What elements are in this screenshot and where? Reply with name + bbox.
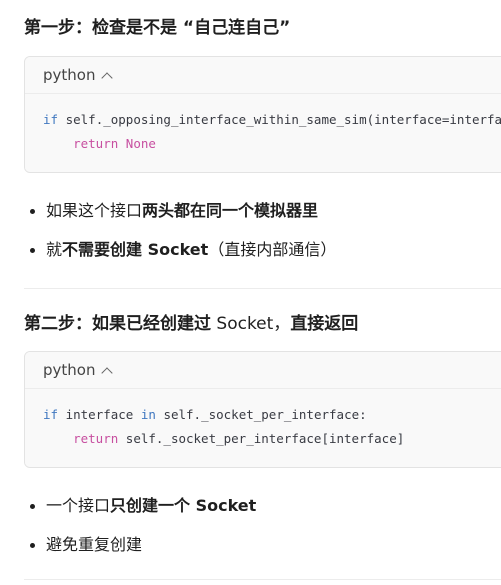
- step2-code-language: python: [43, 361, 96, 379]
- list-item: 避免重复创建: [28, 533, 256, 572]
- step2-code-header[interactable]: python: [25, 352, 501, 389]
- code-keyword: in: [140, 407, 156, 422]
- code-text: self._opposing_interface_within_same_sim…: [58, 112, 501, 127]
- step2-heading-plain: Socket，: [211, 314, 291, 334]
- step2-code-body: if interface in self._socket_per_interfa…: [25, 389, 501, 467]
- list-item-bold: 不需要创建 Socket: [62, 240, 209, 259]
- bullet-icon: [30, 209, 35, 214]
- list-item-text: 如果这个接口: [46, 201, 143, 220]
- list-item-text: 一个接口: [46, 496, 111, 515]
- step1-code-block: python if self._opposing_interface_withi…: [24, 56, 501, 173]
- code-keyword: if: [43, 112, 59, 127]
- list-item-text: 就: [46, 240, 63, 259]
- list-item: 就不需要创建 Socket（直接内部通信）: [28, 238, 336, 277]
- bullet-icon: [30, 248, 35, 253]
- section-divider: [24, 288, 501, 289]
- step1-code-body: if self._opposing_interface_within_same_…: [25, 94, 501, 172]
- list-item-bold: 两头都在同一个模拟器里: [142, 201, 319, 220]
- code-text: self._socket_per_interface:: [155, 407, 367, 422]
- section-divider: [24, 579, 501, 580]
- step1-code-language: python: [43, 66, 96, 84]
- step2-heading-bold: 第二步：如果已经创建过: [24, 314, 211, 334]
- step2-heading-bold: 直接返回: [290, 314, 359, 334]
- step1-code-header[interactable]: python: [25, 57, 501, 94]
- code-keyword: return: [73, 136, 119, 151]
- code-text: self._socket_per_interface[interface]: [118, 431, 405, 446]
- step2-code-block: python if interface in self._socket_per_…: [24, 351, 501, 468]
- step1-bullet-list: 如果这个接口两头都在同一个模拟器里 就不需要创建 Socket（直接内部通信）: [28, 199, 336, 277]
- step1-heading: 第一步：检查是不是 “自己连自己”: [24, 16, 290, 40]
- chevron-up-icon[interactable]: [101, 366, 114, 379]
- bullet-icon: [30, 543, 35, 548]
- code-constant: None: [125, 136, 156, 151]
- list-item-text: （直接内部通信）: [208, 240, 337, 259]
- step2-heading: 第二步：如果已经创建过 Socket，直接返回: [24, 312, 358, 336]
- chevron-up-icon[interactable]: [101, 71, 114, 84]
- code-keyword: return: [73, 431, 119, 446]
- step1-heading-text: 第一步：检查是不是 “自己连自己”: [24, 18, 291, 38]
- list-item: 一个接口只创建一个 Socket: [28, 494, 256, 533]
- bullet-icon: [30, 504, 35, 509]
- list-item-text: 避免重复创建: [46, 535, 143, 554]
- code-keyword: if: [43, 407, 59, 422]
- step2-bullet-list: 一个接口只创建一个 Socket 避免重复创建: [28, 494, 256, 572]
- list-item-bold: 只创建一个 Socket: [110, 496, 257, 515]
- code-text: interface: [58, 407, 141, 422]
- list-item: 如果这个接口两头都在同一个模拟器里: [28, 199, 336, 238]
